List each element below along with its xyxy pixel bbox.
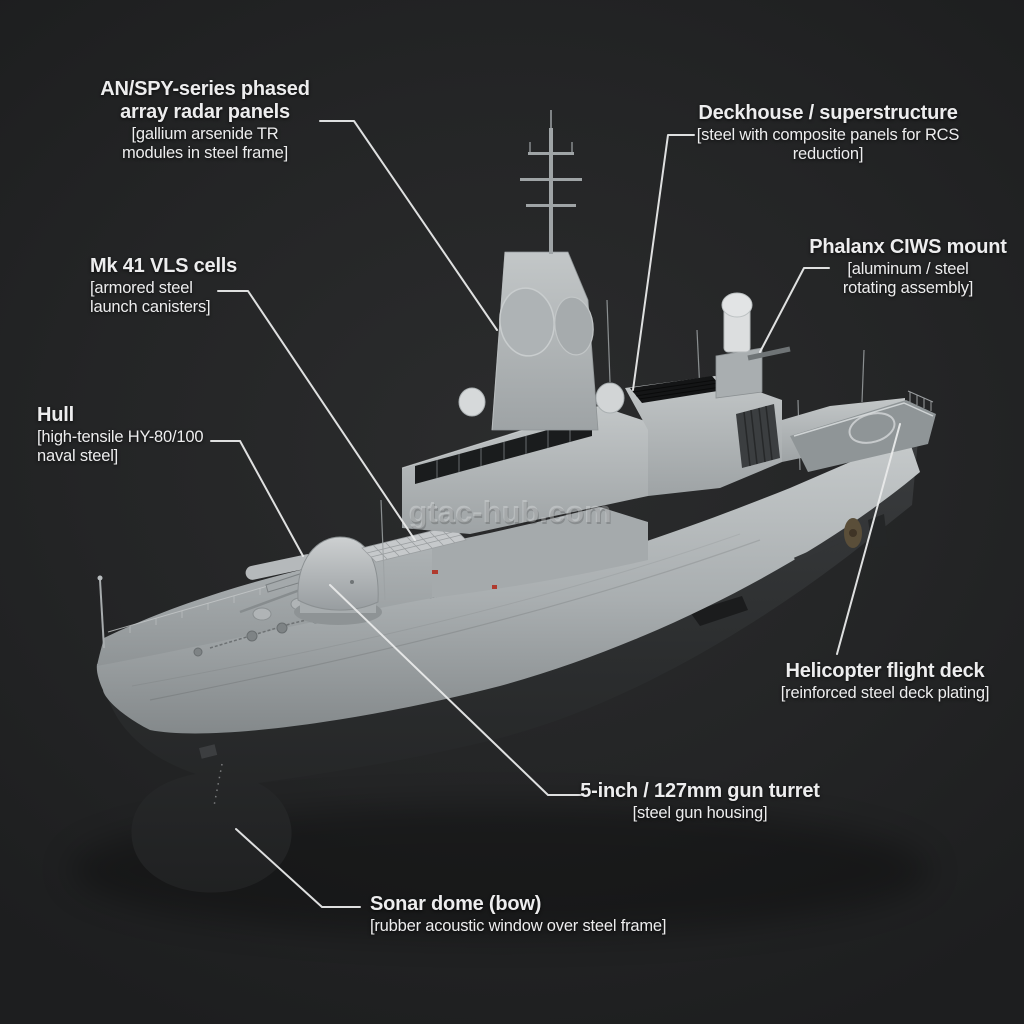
svg-text:gtac-hub.com: gtac-hub.com: [409, 496, 612, 531]
label-flight-deck: Helicopter flight deck [reinforced steel…: [755, 660, 1015, 703]
flight-deck: [790, 390, 936, 472]
label-deckhouse-sub: [steel with composite panels for RCS red…: [696, 126, 960, 163]
leader-lines: [210, 120, 901, 908]
label-vls-cells: Mk 41 VLS cells [armored steel launch ca…: [90, 255, 290, 317]
leader-line-radar: [319, 120, 498, 331]
radar-mast-tower: [491, 110, 599, 431]
svg-text:gtac-hub.com: gtac-hub.com: [408, 494, 611, 529]
phalanx-gun-barrel: [747, 346, 791, 361]
label-sonar-dome: Sonar dome (bow) [rubber acoustic window…: [370, 893, 715, 936]
label-flight-deck-title: Helicopter flight deck: [785, 660, 985, 682]
label-gun-sub: [steel gun housing]: [632, 804, 768, 822]
watermark: gtac-hub.com gtac-hub.com: [408, 494, 612, 531]
phalanx-radome: [721, 292, 753, 318]
gun-turret: [265, 536, 382, 625]
label-deckhouse-title: Deckhouse / superstructure: [698, 102, 958, 124]
label-hull: Hull [high-tensile HY-80/100 naval steel…: [37, 404, 247, 466]
nav-radome: [458, 387, 486, 417]
label-phalanx-title: Phalanx CIWS mount: [809, 236, 1007, 258]
label-flight-deck-sub: [reinforced steel deck plating]: [780, 684, 990, 702]
stabilizer-fin: [690, 596, 748, 626]
leader-line-gun: [329, 584, 584, 796]
satcom-dome: [595, 382, 625, 414]
label-gun-turret: 5-inch / 127mm gun turret [steel gun hou…: [580, 780, 820, 823]
label-radar-panels: AN/SPY-series phased array radar panels …: [90, 78, 320, 163]
label-vls-sub: [armored steel launch canisters]: [90, 279, 211, 316]
label-phalanx-sub: [aluminum / steel rotating assembly]: [842, 260, 974, 297]
spy-radar-panel: [554, 296, 594, 356]
label-deckhouse: Deckhouse / superstructure [steel with c…: [678, 102, 978, 164]
intake-grille: [736, 404, 780, 468]
leader-line-deckhouse: [632, 134, 695, 391]
label-hull-sub: [high-tensile HY-80/100 naval steel]: [37, 428, 204, 465]
phalanx-ciws: [715, 292, 791, 399]
leader-line-sonar: [235, 828, 361, 908]
label-sonar-sub: [rubber acoustic window over steel frame…: [370, 917, 667, 935]
label-vls-title: Mk 41 VLS cells: [90, 255, 238, 277]
funnel-structure: [625, 376, 782, 496]
leader-line-flight-deck: [836, 423, 901, 655]
spy-radar-panel: [499, 287, 555, 357]
propeller: [794, 514, 888, 563]
landing-circle: [848, 412, 896, 444]
leader-line-hull: [210, 440, 304, 557]
label-hull-title: Hull: [37, 404, 74, 426]
flight-deck-railing: [907, 390, 934, 411]
leader-line-vls: [217, 290, 416, 541]
label-radar-title: AN/SPY-series phased array radar panels: [100, 78, 310, 123]
leader-line-phalanx: [759, 267, 830, 353]
label-phalanx-ciws: Phalanx CIWS mount [aluminum / steel rot…: [808, 236, 1008, 298]
label-radar-sub: [gallium arsenide TR modules in steel fr…: [122, 125, 288, 162]
label-gun-title: 5-inch / 127mm gun turret: [580, 780, 820, 802]
label-sonar-title: Sonar dome (bow): [370, 893, 542, 915]
